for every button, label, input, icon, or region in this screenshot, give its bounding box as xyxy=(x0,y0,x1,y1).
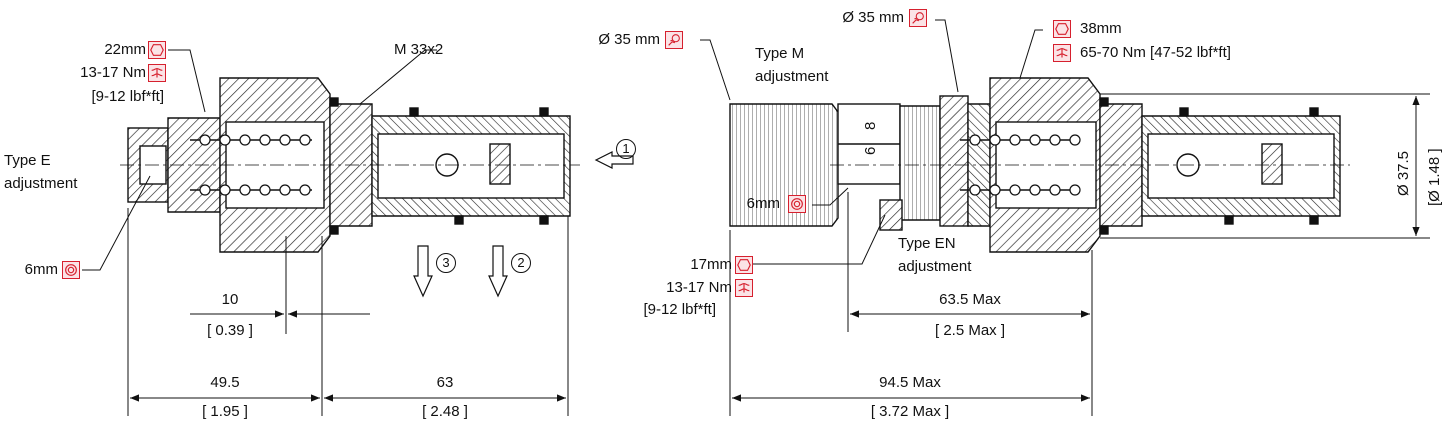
body-diameter-in: [Ø 1.48 ] xyxy=(1426,148,1443,206)
type-m-label-1: Type M xyxy=(755,45,805,62)
left-dim-b: 63 xyxy=(436,374,454,391)
right-dim-max-in: [ 2.5 Max ] xyxy=(934,322,1006,339)
dimension-lines xyxy=(127,93,1430,416)
type-m-label-2: adjustment xyxy=(755,68,829,85)
right-hex-key: 6mm xyxy=(746,195,780,212)
left-dim-b-in: [ 2.48 ] xyxy=(422,403,468,420)
body-torque: 65-70 Nm [47-52 lbf*ft] xyxy=(1080,44,1231,61)
body-diameter: Ø 37.5 xyxy=(1395,150,1412,196)
right-dim-total-in: [ 3.72 Max ] xyxy=(870,403,950,420)
knob-diameter-left: Ø 35 mm xyxy=(598,31,660,48)
body-torque-wrench-icon xyxy=(1053,44,1071,62)
right-dim-total: 94.5 Max xyxy=(879,374,941,391)
scale-mark-8: 8 xyxy=(862,121,879,130)
left-thread: M 33x2 xyxy=(394,41,444,58)
right-valve xyxy=(729,77,1350,253)
lock-torque-wrench-icon xyxy=(735,279,753,297)
type-en-label-2: adjustment xyxy=(898,258,972,275)
port-2-callout: 2 xyxy=(511,253,531,273)
scale-mark-6: 6 xyxy=(862,146,879,155)
right-dim-max: 63.5 Max xyxy=(939,291,1001,308)
lock-hex-wrench-icon xyxy=(735,256,753,274)
left-dim-a-in: [ 1.95 ] xyxy=(202,403,248,420)
lock-torque-imperial: [9-12 lbf*ft] xyxy=(643,301,716,318)
left-torque: 13-17 Nm xyxy=(80,64,146,81)
hand-knob-icon-top xyxy=(909,9,927,27)
torque-wrench-icon xyxy=(148,64,166,82)
hand-knob-icon xyxy=(665,31,683,49)
left-type-label-2: adjustment xyxy=(4,175,78,192)
right-hex-socket-icon xyxy=(788,195,806,213)
left-dim-small: 10 xyxy=(221,291,239,308)
hex-wrench-icon xyxy=(148,41,166,59)
port-3-callout: 3 xyxy=(436,253,456,273)
knob-diameter-top: Ø 35 mm xyxy=(842,9,904,26)
knurled-knob xyxy=(729,103,839,227)
leader-lines xyxy=(82,19,1043,271)
left-torque-imperial: [9-12 lbf*ft] xyxy=(91,88,164,105)
lock-wrench-size: 17mm xyxy=(690,256,732,273)
body-wrench-size: 38mm xyxy=(1080,20,1122,37)
left-dim-a: 49.5 xyxy=(210,374,240,391)
left-type-label-1: Type E xyxy=(4,152,51,169)
left-wrench-size: 22mm xyxy=(104,41,146,58)
type-en-label-1: Type EN xyxy=(898,235,956,252)
port-1-callout: 1 xyxy=(616,139,636,159)
lock-torque: 13-17 Nm xyxy=(666,279,732,296)
right-spring xyxy=(969,134,1081,196)
left-spring xyxy=(199,134,311,196)
left-valve xyxy=(120,77,580,253)
hex-socket-icon xyxy=(62,261,80,279)
left-hex-key: 6mm xyxy=(24,261,58,278)
left-dim-small-in: [ 0.39 ] xyxy=(207,322,253,339)
body-hex-wrench-icon xyxy=(1053,20,1071,38)
